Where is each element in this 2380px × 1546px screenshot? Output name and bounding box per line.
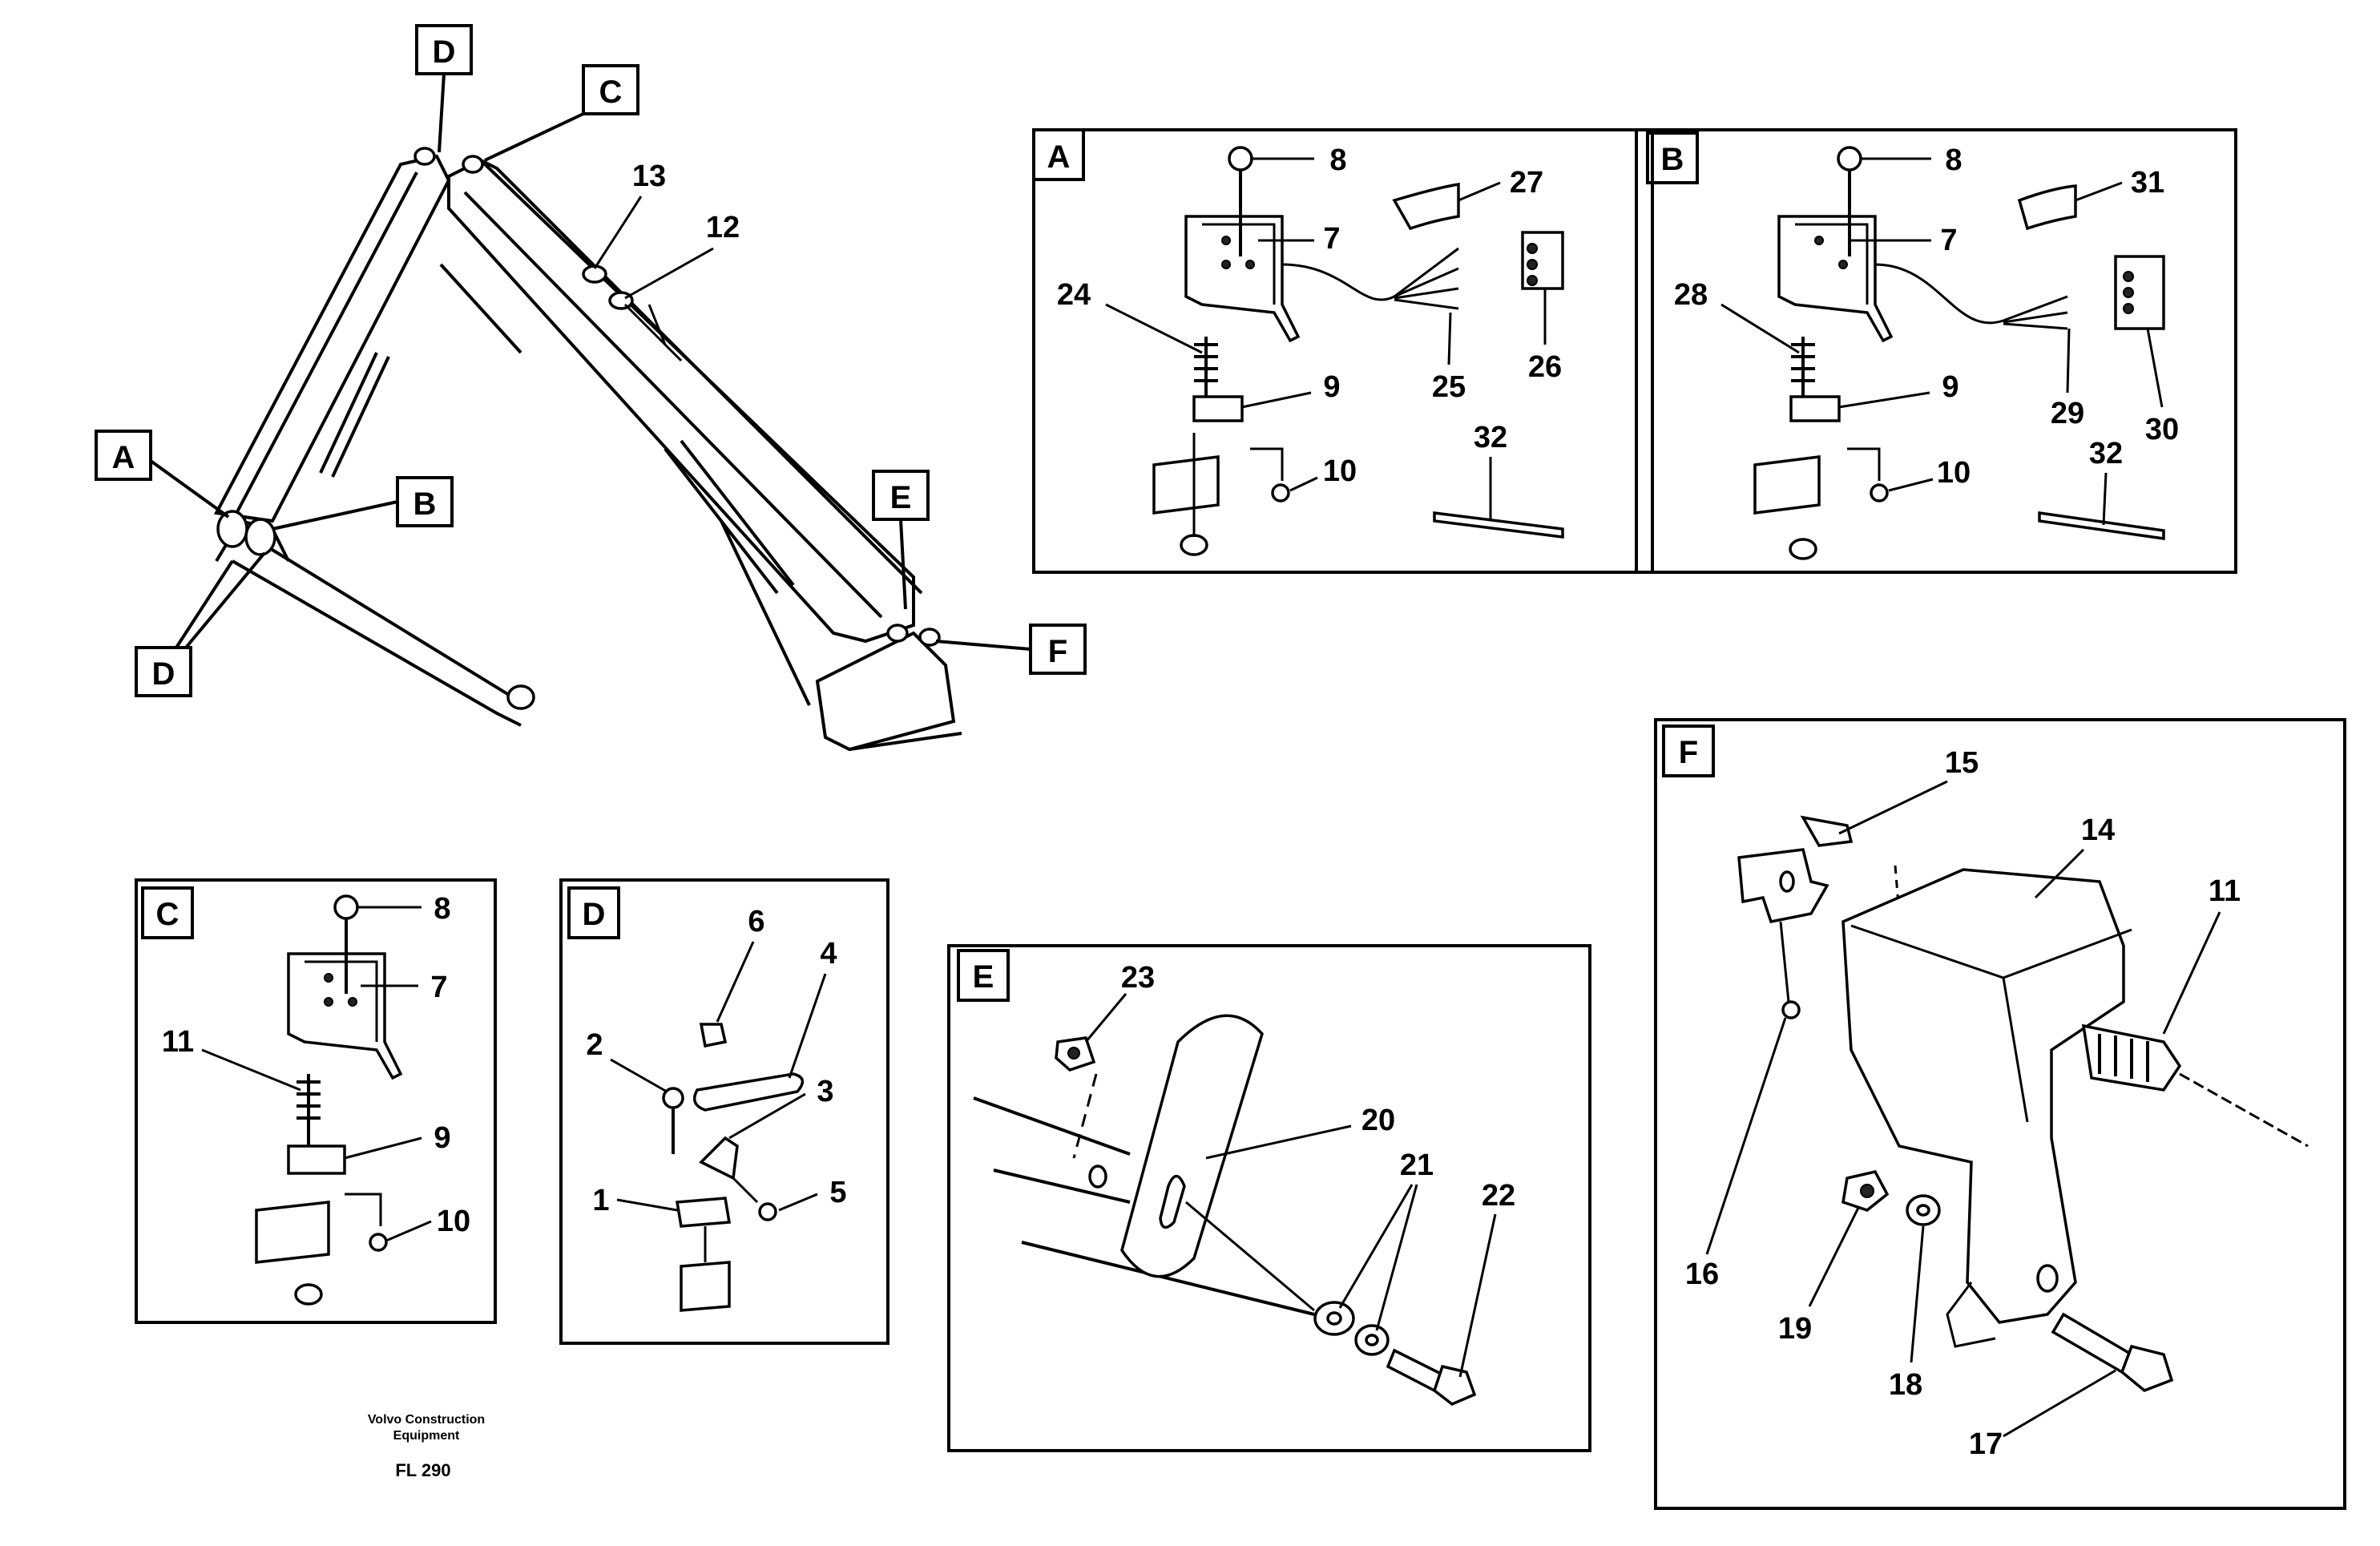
callout-d-top[interactable]: D [415,24,473,75]
callout-d-bottom[interactable]: D [135,646,192,697]
credit-line-1: Volvo Construction [368,1413,485,1427]
panel-c-part-11[interactable]: 11 [162,1025,194,1059]
panel-e-label: E [973,959,994,995]
leader-e [899,519,907,610]
main-boom-view: D C A B D E F [95,24,1087,752]
panel-a-part-8[interactable]: 8 [1329,143,1346,177]
callout-b[interactable]: B [396,476,454,527]
panel-b-part-8[interactable]: 8 [1945,143,1962,177]
svg-text:D: D [433,34,456,70]
panel-f-part-16[interactable]: 16 [1685,1257,1719,1291]
panel-f-part-15[interactable]: 15 [1945,746,1979,780]
panel-e-part-20[interactable]: 20 [1361,1104,1395,1137]
panel-f-part-11[interactable]: 11 [2209,874,2241,908]
detail-panel-d: D 6 4 2 3 1 5 [559,878,889,1345]
panel-b-part-29[interactable]: 29 [2051,397,2084,430]
panel-a-part-24[interactable]: 24 [1057,278,1091,312]
panel-f-part-19[interactable]: 19 [1778,1312,1812,1346]
part-number-12[interactable]: 12 [706,211,740,244]
panel-a-part-32[interactable]: 32 [1474,421,1507,454]
panel-e-part-22[interactable]: 22 [1482,1179,1515,1213]
panel-c-part-9[interactable]: 9 [434,1121,450,1155]
part-number-13[interactable]: 13 [632,159,666,193]
leader-b [272,500,398,531]
panel-f-label: F [1679,735,1698,770]
leader-c [484,112,584,162]
leader-d-bottom-2 [184,551,266,649]
panel-f-part-18[interactable]: 18 [1889,1368,1922,1402]
panel-d-label: D [583,897,606,932]
panel-b-part-28[interactable]: 28 [1674,278,1708,312]
callout-a[interactable]: A [95,430,152,481]
leader-12 [624,247,714,300]
credit-line-2: Equipment [393,1429,460,1443]
callout-e[interactable]: E [872,470,930,521]
panel-a-label: A [1047,139,1071,175]
panel-c-label: C [156,897,180,932]
callout-c[interactable]: C [582,64,639,115]
svg-text:C: C [599,75,623,110]
panel-e-part-23[interactable]: 23 [1121,961,1155,995]
title-block: Volvo Construction Equipment FL 290 [368,1413,485,1480]
panel-d-part-6[interactable]: 6 [748,905,764,938]
panel-b-label: B [1661,142,1684,177]
panel-b-part-31[interactable]: 31 [2131,166,2164,200]
panel-d-part-4[interactable]: 4 [820,937,837,971]
svg-text:F: F [1048,634,1067,669]
detail-panel-e: E 23 20 21 22 [947,944,1591,1452]
panel-d-part-1[interactable]: 1 [592,1184,609,1217]
drawing-code: FL 290 [395,1460,450,1480]
panel-b-part-30[interactable]: 30 [2145,413,2179,446]
panel-a-part-27[interactable]: 27 [1510,166,1543,200]
panel-a-part-10[interactable]: 10 [1323,454,1357,488]
panel-b-part-32[interactable]: 32 [2089,437,2123,470]
panel-a-part-26[interactable]: 26 [1528,350,1562,384]
panel-c-part-8[interactable]: 8 [434,892,450,926]
panel-e-part-21[interactable]: 21 [1400,1148,1434,1182]
detail-panel-a: A 8 7 27 24 9 [1032,128,1654,574]
panel-b-part-10[interactable]: 10 [1937,456,1971,490]
panel-b-part-7[interactable]: 7 [1940,224,1957,257]
panel-d-part-3[interactable]: 3 [817,1075,833,1108]
panel-a-part-25[interactable]: 25 [1432,370,1466,404]
svg-text:B: B [413,486,437,522]
leader-d-top [438,73,446,153]
svg-text:D: D [152,656,175,692]
leader-f [935,640,1031,651]
panel-c-part-10[interactable]: 10 [437,1205,470,1238]
leader-d-bottom-1 [175,559,234,649]
panel-f-part-14[interactable]: 14 [2081,813,2115,847]
panel-a-part-9[interactable]: 9 [1323,370,1340,404]
detail-panel-c: C 8 7 11 9 10 [135,878,497,1324]
callout-f[interactable]: F [1029,624,1087,675]
detail-panel-b: B 8 7 31 28 9 29 30 32 10 [1635,128,2237,574]
panel-d-part-5[interactable]: 5 [829,1176,846,1209]
detail-panel-f: F 15 14 11 16 19 18 [1654,718,2346,1510]
svg-text:E: E [890,480,912,515]
panel-f-part-17[interactable]: 17 [1969,1427,2003,1461]
leader-13 [593,196,643,269]
svg-text:A: A [112,440,135,475]
panel-c-part-7[interactable]: 7 [430,971,447,1004]
panel-b-part-9[interactable]: 9 [1942,370,1958,404]
leader-a [149,459,230,519]
panel-d-part-2[interactable]: 2 [586,1028,603,1062]
panel-a-part-7[interactable]: 7 [1323,222,1340,256]
